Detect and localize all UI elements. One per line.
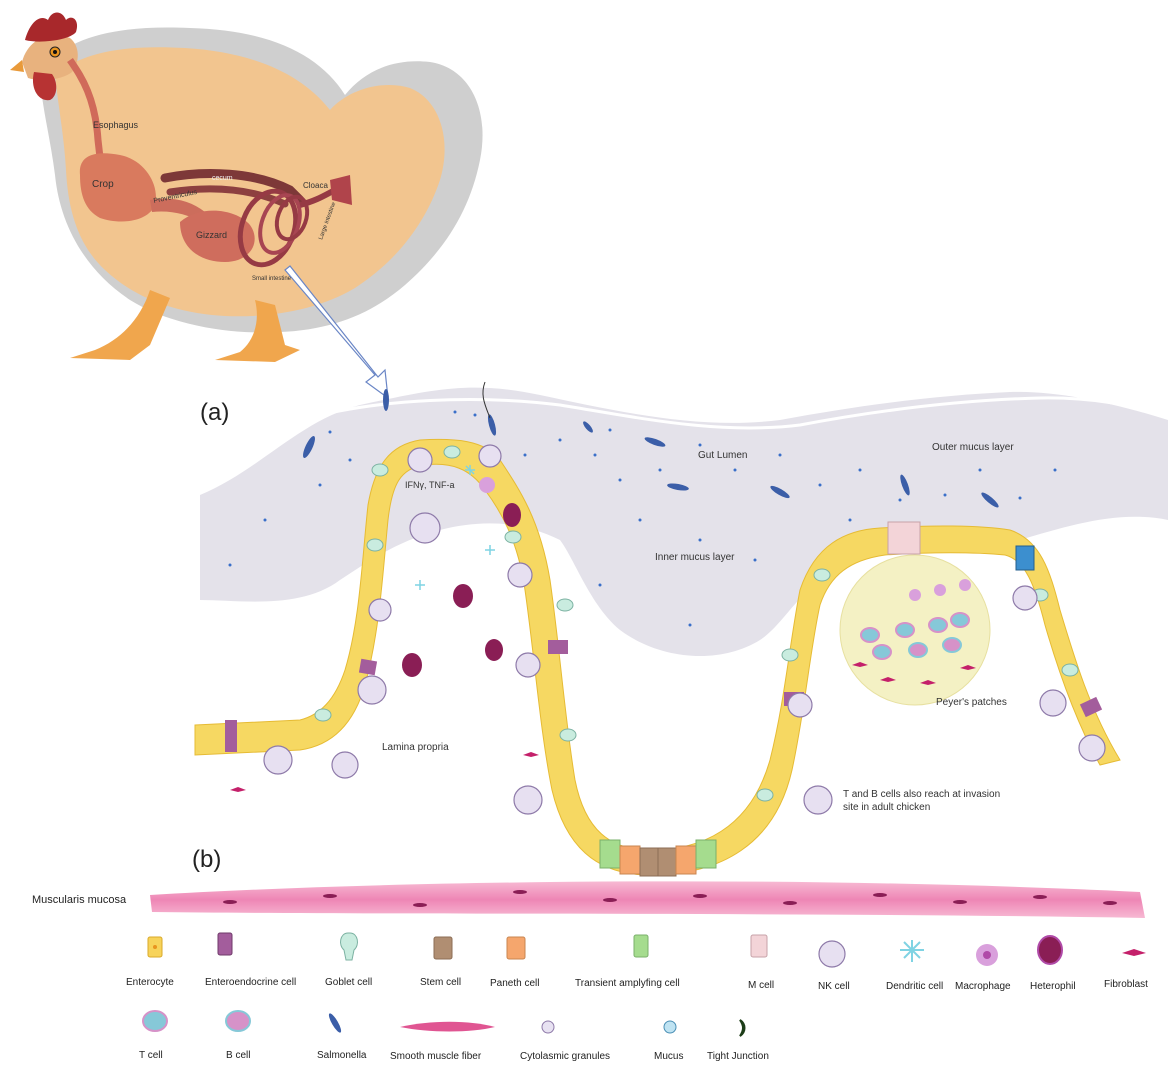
legend-item-salmonella: Salmonella: [317, 1012, 367, 1061]
label-small-intestine: Small intestine: [252, 276, 292, 282]
legend-label: NK cell: [818, 981, 850, 992]
paneth-cell-icon: [507, 937, 525, 959]
muscularis-mucosa-band: [150, 881, 1145, 918]
legend-label: Stem cell: [420, 977, 461, 988]
goblet-icon: [341, 933, 358, 960]
chicken-comb: [25, 13, 77, 42]
legend-label: Heterophil: [1030, 981, 1076, 992]
b-cell-icon: [226, 1011, 250, 1031]
label-muscularis-mucosa: Muscularis mucosa: [32, 894, 127, 906]
panel-label-a: (a): [200, 399, 229, 426]
smooth-muscle-icon: [400, 1022, 495, 1032]
mucus-layer: [200, 388, 1168, 656]
legend: Enterocyte Enteroendocrine cell Goblet c…: [126, 933, 1148, 1062]
legend-item-enteroendocrine: Enteroendocrine cell: [205, 933, 296, 988]
m-cell-icon: [751, 935, 767, 957]
legend-item-heterophil: Heterophil: [1030, 936, 1076, 992]
legend-item-fibroblast: Fibroblast: [1104, 949, 1148, 990]
legend-item-dendritic: Dendritic cell: [886, 940, 943, 992]
legend-item-mucus: Mucus: [654, 1021, 683, 1062]
enteroendocrine-icon: [218, 933, 232, 955]
label-lamina-propria: Lamina propria: [382, 742, 449, 753]
macrophage-nucleus-icon: [983, 951, 991, 959]
legend-label: M cell: [748, 980, 774, 991]
legend-label: Paneth cell: [490, 978, 539, 989]
salmonella-icon: [327, 1012, 343, 1034]
enterocyte-nucleus-icon: [153, 945, 157, 949]
legend-item-b-cell: B cell: [226, 1011, 250, 1061]
label-crop: Crop: [92, 179, 114, 190]
legend-label: B cell: [226, 1050, 250, 1061]
enteroendocrine-cell-2: [359, 659, 377, 676]
chicken-illustration: Esophagus Crop cecum Proventriculus Gizz…: [10, 13, 483, 363]
fibroblast-icon: [1122, 949, 1146, 956]
nk-cell-icon: [819, 941, 845, 967]
legend-label: T cell: [139, 1050, 163, 1061]
legend-item-nk: NK cell: [818, 941, 850, 992]
legend-item-smooth-muscle: Smooth muscle fiber: [390, 1022, 495, 1062]
legend-item-macrophage: Macrophage: [955, 944, 1011, 992]
granule-icon: [542, 1021, 554, 1033]
stem-cell-icon: [434, 937, 452, 959]
t-cell-icon: [143, 1011, 167, 1031]
legend-label: Dendritic cell: [886, 981, 943, 992]
label-gut-lumen: Gut Lumen: [698, 450, 747, 461]
heterophil-icon: [1038, 936, 1062, 964]
label-cloaca: Cloaca: [303, 181, 328, 190]
legend-label: Salmonella: [317, 1050, 367, 1061]
legend-item-granules: Cytolasmic granules: [520, 1021, 610, 1062]
legend-item-enterocyte: Enterocyte: [126, 937, 174, 988]
legend-label: Fibroblast: [1104, 979, 1148, 990]
dendritic-cell-icon: [900, 940, 924, 962]
legend-label: Tight Junction: [707, 1051, 769, 1062]
enteroendocrine-cell-1: [225, 720, 237, 752]
chicken-beak: [10, 60, 24, 72]
legend-label: Cytolasmic granules: [520, 1051, 610, 1062]
blue-cell: [1016, 546, 1034, 570]
mucus-icon: [664, 1021, 676, 1033]
chicken-leg-left: [70, 290, 170, 360]
m-cell: [888, 522, 920, 554]
legend-label: Goblet cell: [325, 977, 372, 988]
transient-cell-icon: [634, 935, 648, 957]
tight-junction-icon: [740, 1020, 745, 1036]
label-gizzard: Gizzard: [196, 230, 227, 240]
fibroblast-1: [230, 787, 246, 792]
chicken-head: [22, 35, 78, 80]
legend-label: Enterocyte: [126, 977, 174, 988]
label-esophagus: Esophagus: [93, 120, 139, 130]
legend-item-transient: Transient amplyfing cell: [575, 935, 680, 989]
chicken-pupil: [53, 50, 57, 54]
label-tb-note-2: site in adult chicken: [843, 802, 930, 813]
legend-label: Macrophage: [955, 981, 1011, 992]
legend-label: Transient amplyfing cell: [575, 978, 680, 989]
legend-item-t-cell: T cell: [139, 1011, 167, 1061]
legend-item-m-cell: M cell: [748, 935, 774, 991]
fibroblast-2: [523, 752, 539, 757]
enteroendocrine-cell-3: [548, 640, 568, 654]
legend-item-stem: Stem cell: [420, 937, 461, 988]
label-cytokines: IFNγ, TNF-a: [405, 480, 455, 490]
panel-label-b: (b): [192, 846, 221, 873]
legend-item-paneth: Paneth cell: [490, 937, 539, 989]
label-outer-mucus: Outer mucus layer: [932, 442, 1014, 453]
label-tb-note-1: T and B cells also reach at invasion: [843, 789, 1000, 800]
legend-label: Smooth muscle fiber: [390, 1051, 482, 1062]
label-cecum: cecum: [212, 175, 233, 182]
legend-item-goblet: Goblet cell: [325, 933, 372, 988]
legend-label: Mucus: [654, 1051, 683, 1062]
label-inner-mucus: Inner mucus layer: [655, 552, 735, 563]
legend-item-tight-junction: Tight Junction: [707, 1020, 769, 1062]
label-peyers-patches: Peyer's patches: [936, 697, 1007, 708]
macrophage: [479, 477, 495, 493]
legend-label: Enteroendocrine cell: [205, 977, 296, 988]
chicken-wattle: [33, 72, 56, 100]
